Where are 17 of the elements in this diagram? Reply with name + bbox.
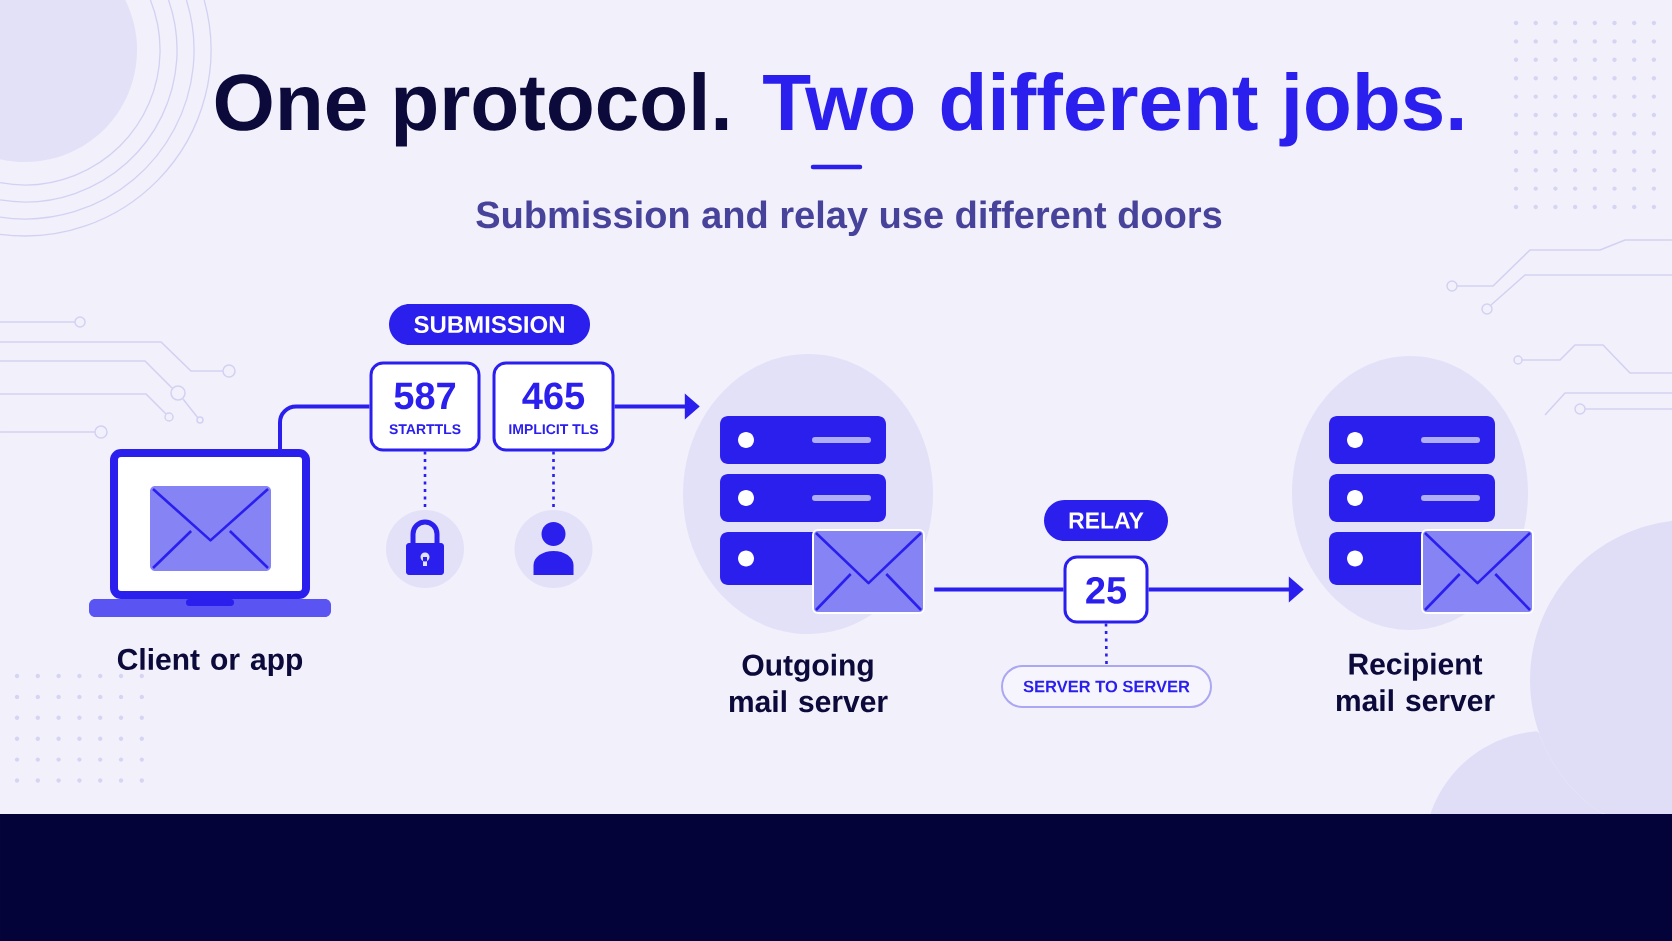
connector-line	[934, 587, 1064, 592]
subheading: Submission and relay use different doors	[476, 200, 1222, 236]
lock-icon	[386, 510, 464, 588]
port-box: 465 IMPLICIT TLS	[492, 361, 615, 452]
dotted-line	[1104, 623, 1108, 665]
port-box: 587 STARTTLS	[369, 361, 481, 452]
connector-line	[278, 404, 370, 449]
badge: SUBMISSION	[389, 304, 590, 345]
node-label: Recipient mail server	[1336, 652, 1495, 712]
dotted-line	[423, 451, 427, 510]
badge: SERVER TO SERVER	[1001, 665, 1212, 708]
dotted-line	[552, 451, 555, 510]
node-label: Outgoing mail server	[729, 653, 888, 713]
person-icon	[514, 510, 593, 588]
port-box: 25	[1063, 555, 1149, 624]
node-label: Client or app	[117, 648, 303, 676]
heading: One protocol. Two different jobs.	[215, 72, 1462, 147]
